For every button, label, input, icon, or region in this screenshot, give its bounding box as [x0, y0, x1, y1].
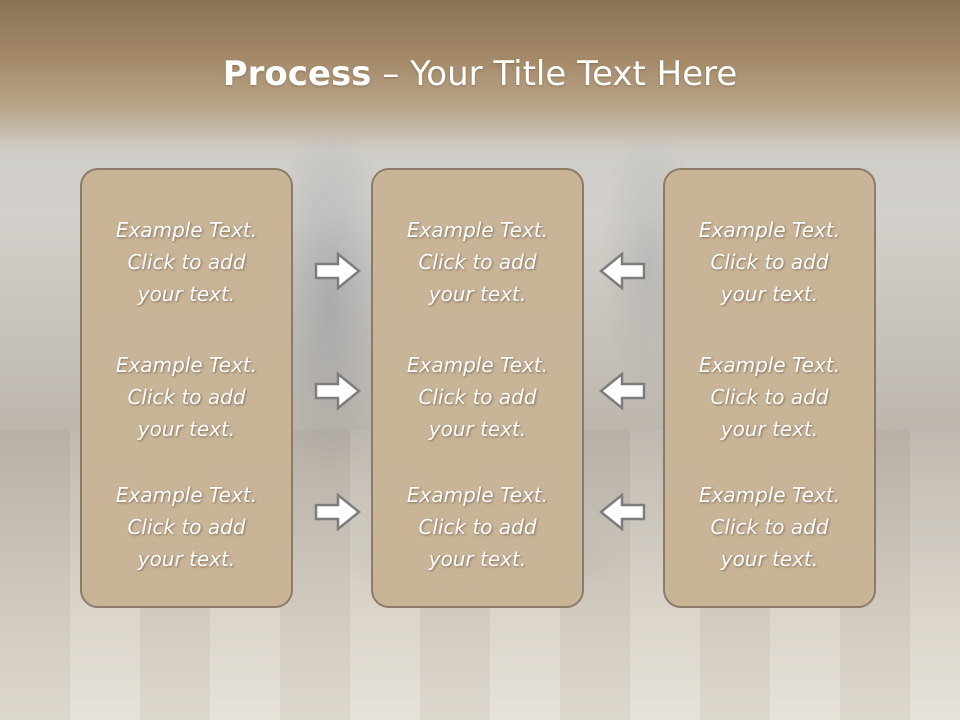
text-line: Click to add — [418, 385, 537, 409]
text-line: Click to add — [127, 385, 246, 409]
text-block-2[interactable]: Example Text. Click to add your text. — [373, 349, 582, 445]
text-block-2[interactable]: Example Text. Click to add your text. — [665, 349, 874, 445]
title-bar — [0, 0, 960, 150]
text-line: Example Text. — [698, 353, 841, 377]
process-box-left[interactable]: Example Text. Click to add your text. Ex… — [80, 168, 293, 608]
title-bold: Process — [222, 54, 372, 94]
text-line: Example Text. — [698, 483, 841, 507]
text-line: Example Text. — [406, 483, 549, 507]
text-line: your text. — [428, 547, 527, 571]
text-line: Click to add — [418, 515, 537, 539]
arrow-right-icon — [314, 251, 361, 291]
text-block-1[interactable]: Example Text. Click to add your text. — [665, 214, 874, 310]
text-block-3[interactable]: Example Text. Click to add your text. — [373, 479, 582, 575]
arrow-left-icon — [599, 371, 646, 411]
text-line: your text. — [428, 417, 527, 441]
text-line: Click to add — [127, 250, 246, 274]
text-line: your text. — [428, 282, 527, 306]
text-line: Example Text. — [115, 218, 258, 242]
text-line: Example Text. — [406, 353, 549, 377]
text-block-1[interactable]: Example Text. Click to add your text. — [82, 214, 291, 310]
arrow-left-icon — [599, 492, 646, 532]
text-line: your text. — [720, 417, 819, 441]
text-block-3[interactable]: Example Text. Click to add your text. — [82, 479, 291, 575]
text-line: Click to add — [710, 385, 829, 409]
text-line: your text. — [720, 547, 819, 571]
text-block-1[interactable]: Example Text. Click to add your text. — [373, 214, 582, 310]
text-line: your text. — [720, 282, 819, 306]
text-block-3[interactable]: Example Text. Click to add your text. — [665, 479, 874, 575]
title-rest: – Your Title Text Here — [371, 54, 738, 94]
text-line: Example Text. — [406, 218, 549, 242]
slide-title[interactable]: Process – Your Title Text Here — [0, 50, 960, 98]
text-line: your text. — [137, 282, 236, 306]
text-line: Example Text. — [115, 483, 258, 507]
text-line: your text. — [137, 417, 236, 441]
process-box-center[interactable]: Example Text. Click to add your text. Ex… — [371, 168, 584, 608]
text-line: Click to add — [418, 250, 537, 274]
text-block-2[interactable]: Example Text. Click to add your text. — [82, 349, 291, 445]
text-line: Click to add — [127, 515, 246, 539]
arrow-right-icon — [314, 371, 361, 411]
text-line: Example Text. — [115, 353, 258, 377]
text-line: Click to add — [710, 515, 829, 539]
process-box-right[interactable]: Example Text. Click to add your text. Ex… — [663, 168, 876, 608]
text-line: your text. — [137, 547, 236, 571]
arrow-left-icon — [599, 251, 646, 291]
arrow-right-icon — [314, 492, 361, 532]
text-line: Example Text. — [698, 218, 841, 242]
text-line: Click to add — [710, 250, 829, 274]
